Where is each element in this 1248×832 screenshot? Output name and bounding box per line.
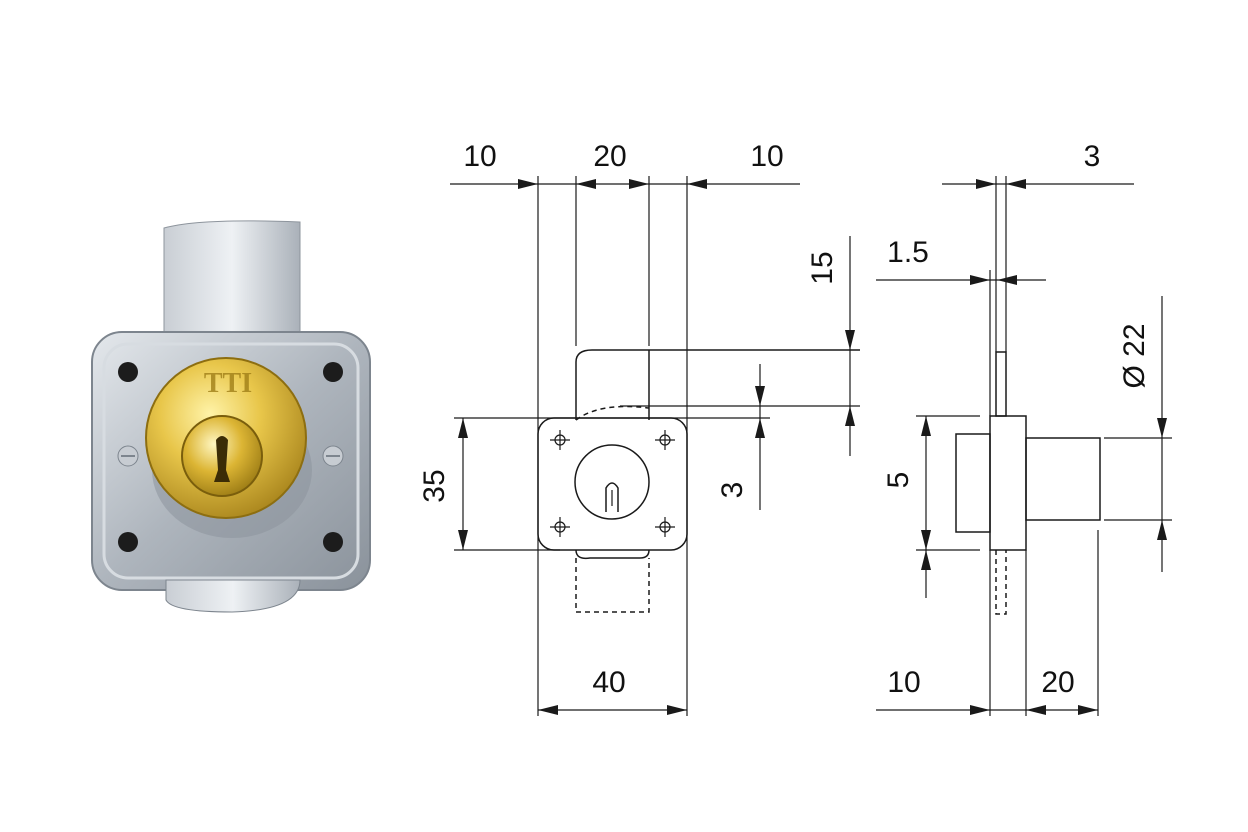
dim-side-bottom-right: 20	[1041, 666, 1074, 699]
keyway-icon	[605, 482, 619, 512]
dim-front-left-height: 35	[418, 469, 451, 502]
mounting-hole-icon	[550, 430, 675, 537]
keyhole-icon	[214, 436, 230, 482]
dim-side-bottom-left: 10	[887, 666, 920, 699]
dim-side-plate-thickness: 1.5	[887, 236, 929, 269]
dim-side-diameter: Ø 22	[1118, 323, 1151, 388]
dim-front-top-right: 10	[750, 140, 783, 173]
screw-hole-tl	[118, 362, 138, 382]
screw-hole-bl	[118, 532, 138, 552]
screw-hole-tr	[323, 362, 343, 382]
bottom-bolt	[165, 579, 301, 613]
screw-hole-br	[323, 532, 343, 552]
cam-bolt	[163, 220, 301, 341]
dim-front-cam-height: 15	[806, 251, 839, 284]
dim-front-bottom-width: 40	[592, 666, 625, 699]
brand-logo: TTI	[204, 368, 252, 399]
front-view-drawing: 10 20 10 40 35 3 15	[418, 140, 860, 716]
dim-front-top-middle: 20	[593, 140, 626, 173]
dim-side-left-height: 5	[882, 472, 915, 489]
dim-front-top-left: 10	[463, 140, 496, 173]
dim-side-top-thickness: 3	[1084, 140, 1101, 173]
dim-front-cam-offset: 3	[716, 482, 749, 499]
lock-product-photo: TTI	[91, 220, 371, 613]
side-view-drawing: 3 1.5 Ø 22 5 10 20	[876, 140, 1172, 716]
